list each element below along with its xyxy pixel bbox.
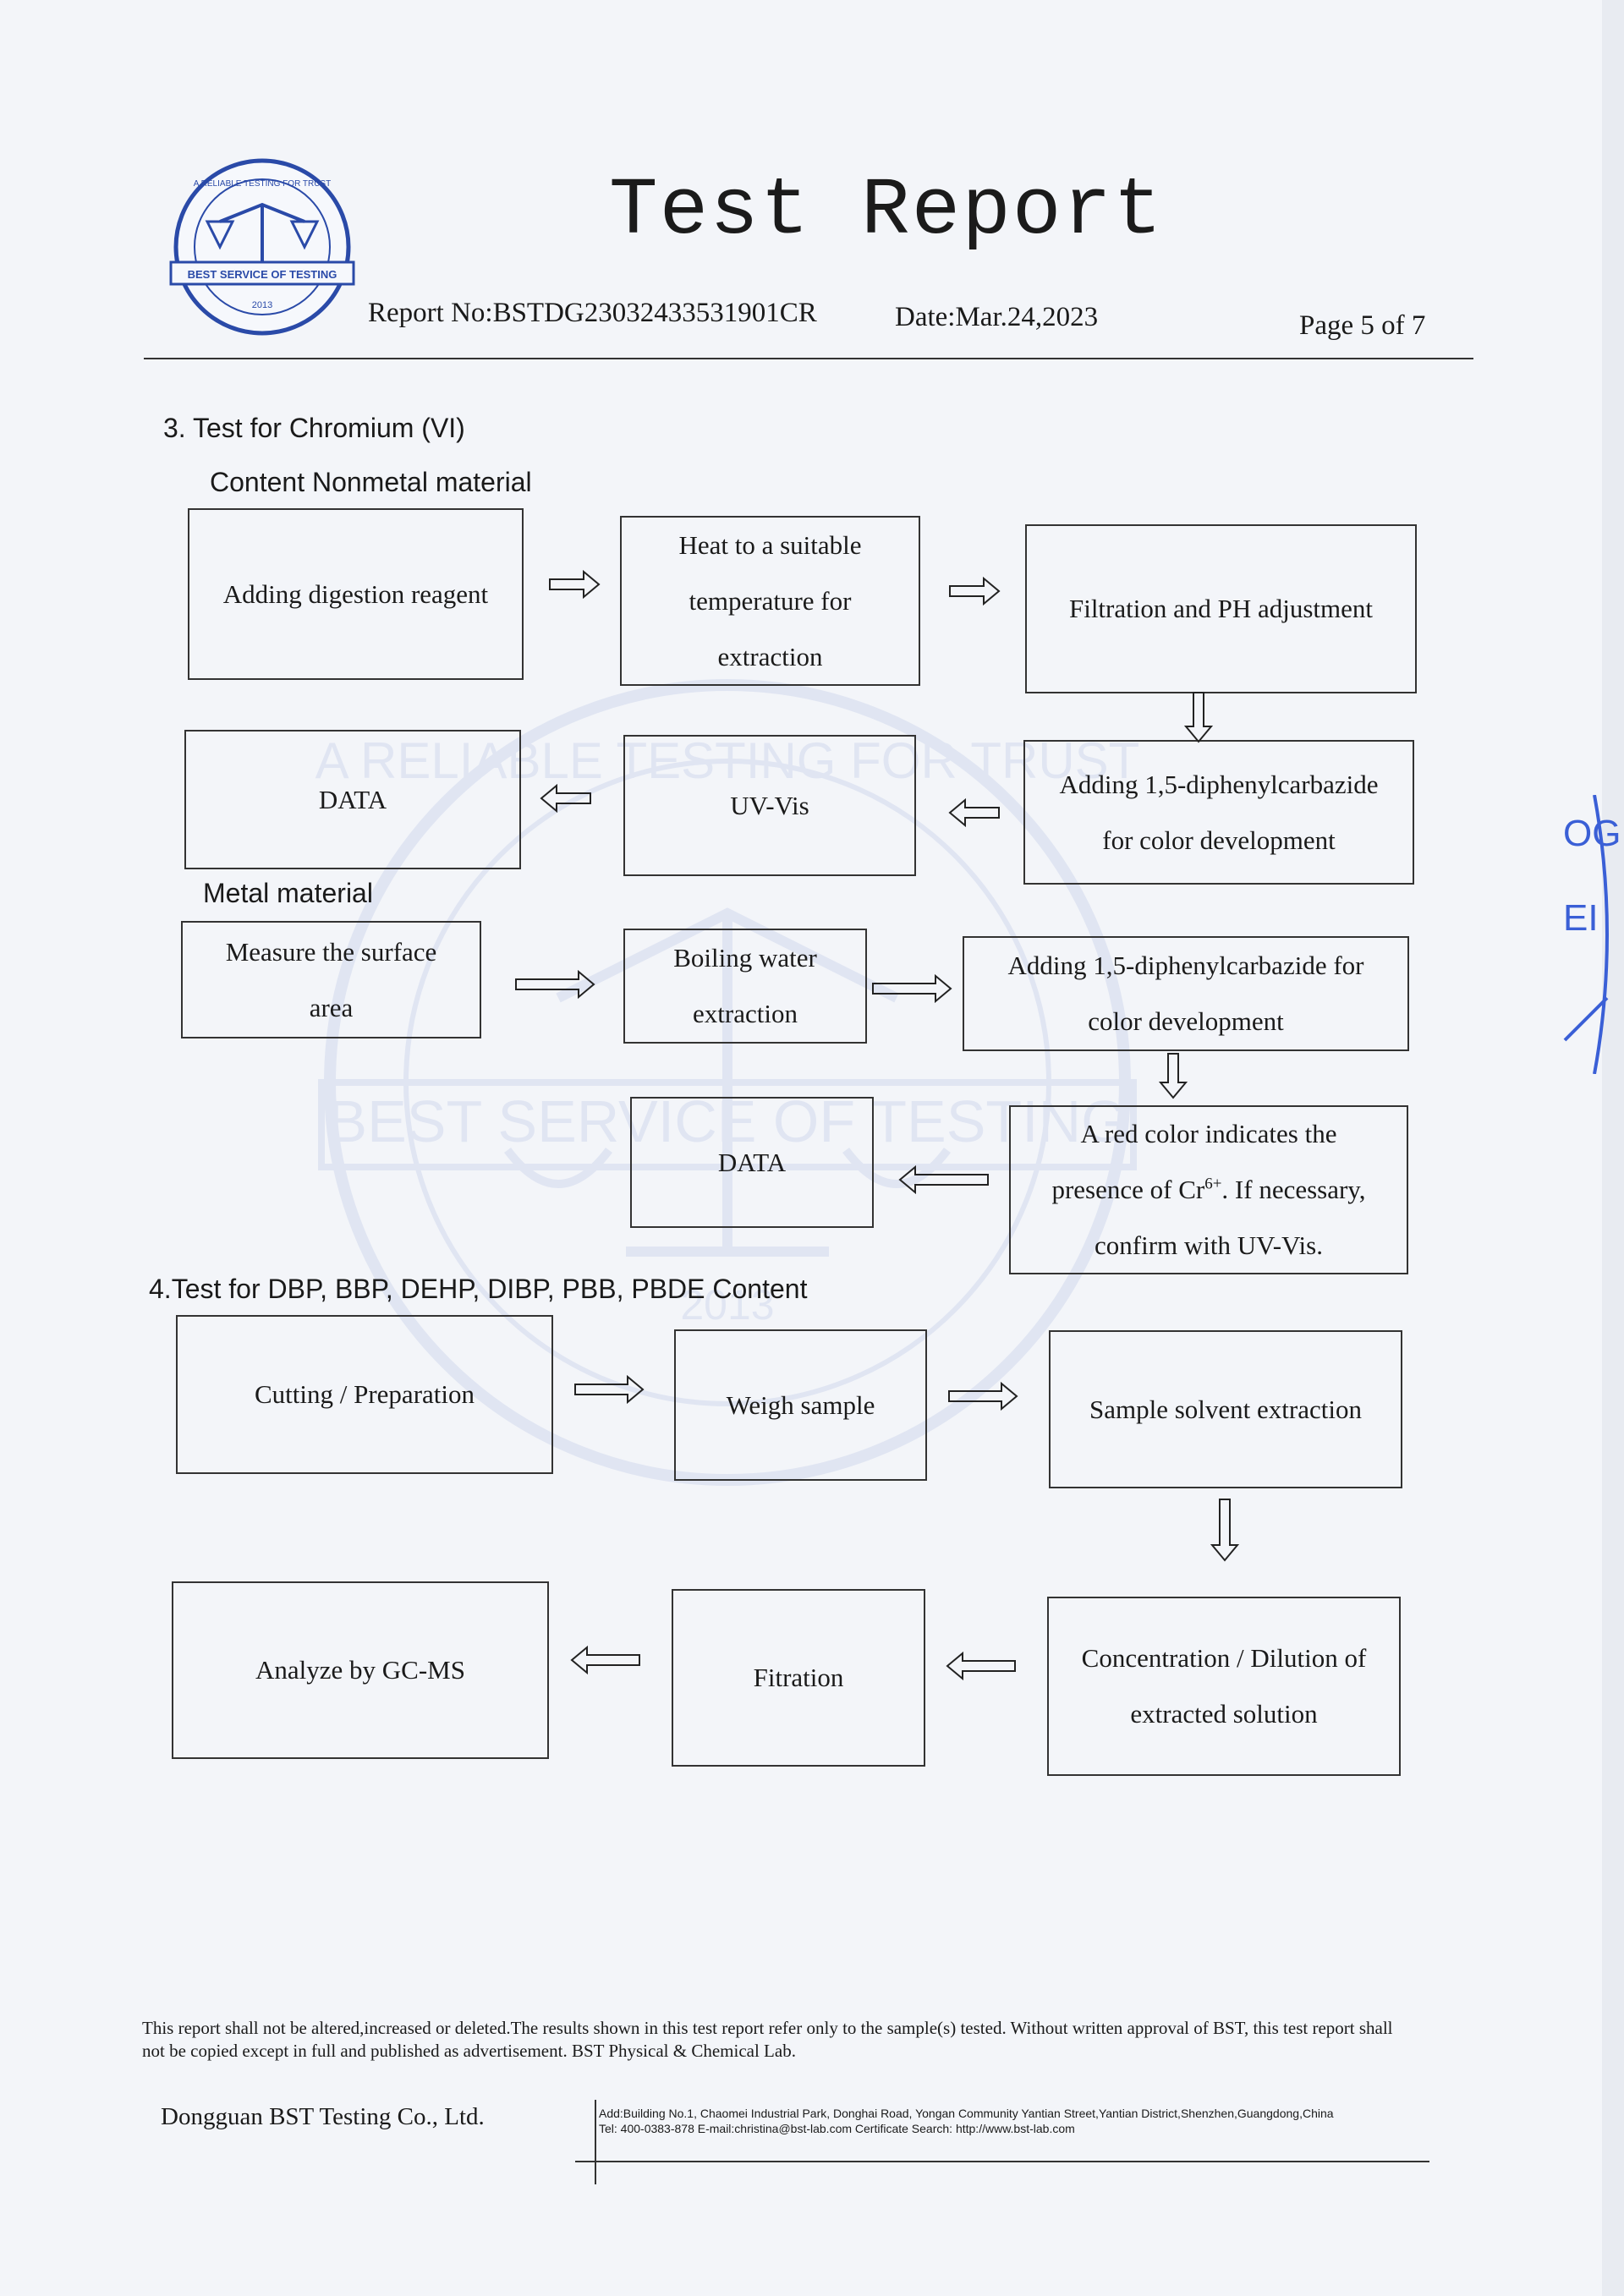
footer-address-block: Add:Building No.1, Chaomei Industrial Pa… [599, 2106, 1334, 2136]
arrow-left-icon [898, 1165, 989, 1194]
footer-company: Dongguan BST Testing Co., Ltd. [161, 2103, 485, 2130]
flow-box-extraction: Sample solvent extraction [1049, 1330, 1402, 1488]
arrow-down-icon [1184, 692, 1213, 743]
nonmetal-label: Content Nonmetal material [210, 467, 532, 497]
stamp-fragment: OG EI [1563, 795, 1621, 1074]
footer-contact: Tel: 400-0383-878 E-mail:christina@bst-l… [599, 2122, 1075, 2135]
flow-box-data-2: DATA [630, 1097, 874, 1228]
section-3-heading: 3. Test for Chromium (VI) [163, 413, 465, 443]
logo-top-text: A RELIABLE TESTING FOR TRUST [194, 179, 331, 189]
footer-divider [595, 2100, 596, 2184]
flow-box-digestion: Adding digestion reagent [188, 508, 524, 680]
flow-box-fitration: Fitration [672, 1589, 925, 1767]
flow-box-cutting: Cutting / Preparation [176, 1315, 553, 1474]
logo-band-text: BEST SERVICE OF TESTING [188, 268, 337, 281]
arrow-right-icon [574, 1375, 645, 1404]
arrow-left-icon [570, 1646, 640, 1674]
arrow-down-icon [1159, 1053, 1188, 1099]
watermark-band-text: BEST SERVICE OF TESTING [327, 1088, 1127, 1154]
page-edge-shadow [1602, 0, 1624, 2296]
flow-box-gcms: Analyze by GC-MS [172, 1581, 549, 1759]
arrow-down-icon [1210, 1499, 1239, 1562]
section-4-heading: 4.Test for DBP, BBP, DEHP, DIBP, PBB, PB… [149, 1274, 808, 1304]
page-title: Test Report [609, 165, 1164, 257]
footer-address: Add:Building No.1, Chaomei Industrial Pa… [599, 2107, 1334, 2120]
footer-rule [575, 2161, 1429, 2162]
arrow-right-icon [949, 577, 1001, 606]
flow-box-filtration: Filtration and PH adjustment [1025, 524, 1417, 693]
watermark-arc-text: A RELIABLE TESTING FOR TRUST [315, 732, 1140, 789]
report-date: Date:Mar.24,2023 [895, 302, 1099, 332]
footer-disclaimer: This report shall not be altered,increas… [142, 2018, 1393, 2061]
arrow-left-icon [540, 784, 591, 813]
report-number: Report No:BSTDG23032433531901CR [368, 298, 817, 328]
flow-box-weigh: Weigh sample [674, 1329, 927, 1481]
metal-label: Metal material [203, 878, 373, 908]
stamp-text-1: OG [1563, 813, 1621, 854]
flow-box-red-color: A red color indicates the presence of Cr… [1009, 1105, 1408, 1274]
flow-box-uvvis: UV-Vis [623, 735, 916, 876]
arrow-right-icon [549, 570, 601, 599]
page-number: Page 5 of 7 [1299, 310, 1426, 341]
logo-year: 2013 [252, 300, 272, 310]
arrow-left-icon [948, 798, 1000, 827]
flow-box-data-1: DATA [184, 730, 521, 869]
arrow-right-icon [515, 970, 595, 999]
watermark-seal: BEST SERVICE OF TESTING A RELIABLE TESTI… [315, 679, 1140, 1486]
company-logo: BEST SERVICE OF TESTING A RELIABLE TESTI… [169, 158, 355, 336]
header-rule [144, 358, 1473, 359]
arrow-left-icon [946, 1652, 1016, 1680]
arrow-right-icon [948, 1382, 1018, 1411]
arrow-right-icon [872, 974, 952, 1003]
watermark-year: 2013 [680, 1281, 774, 1329]
stamp-text-2: EI [1563, 897, 1599, 939]
